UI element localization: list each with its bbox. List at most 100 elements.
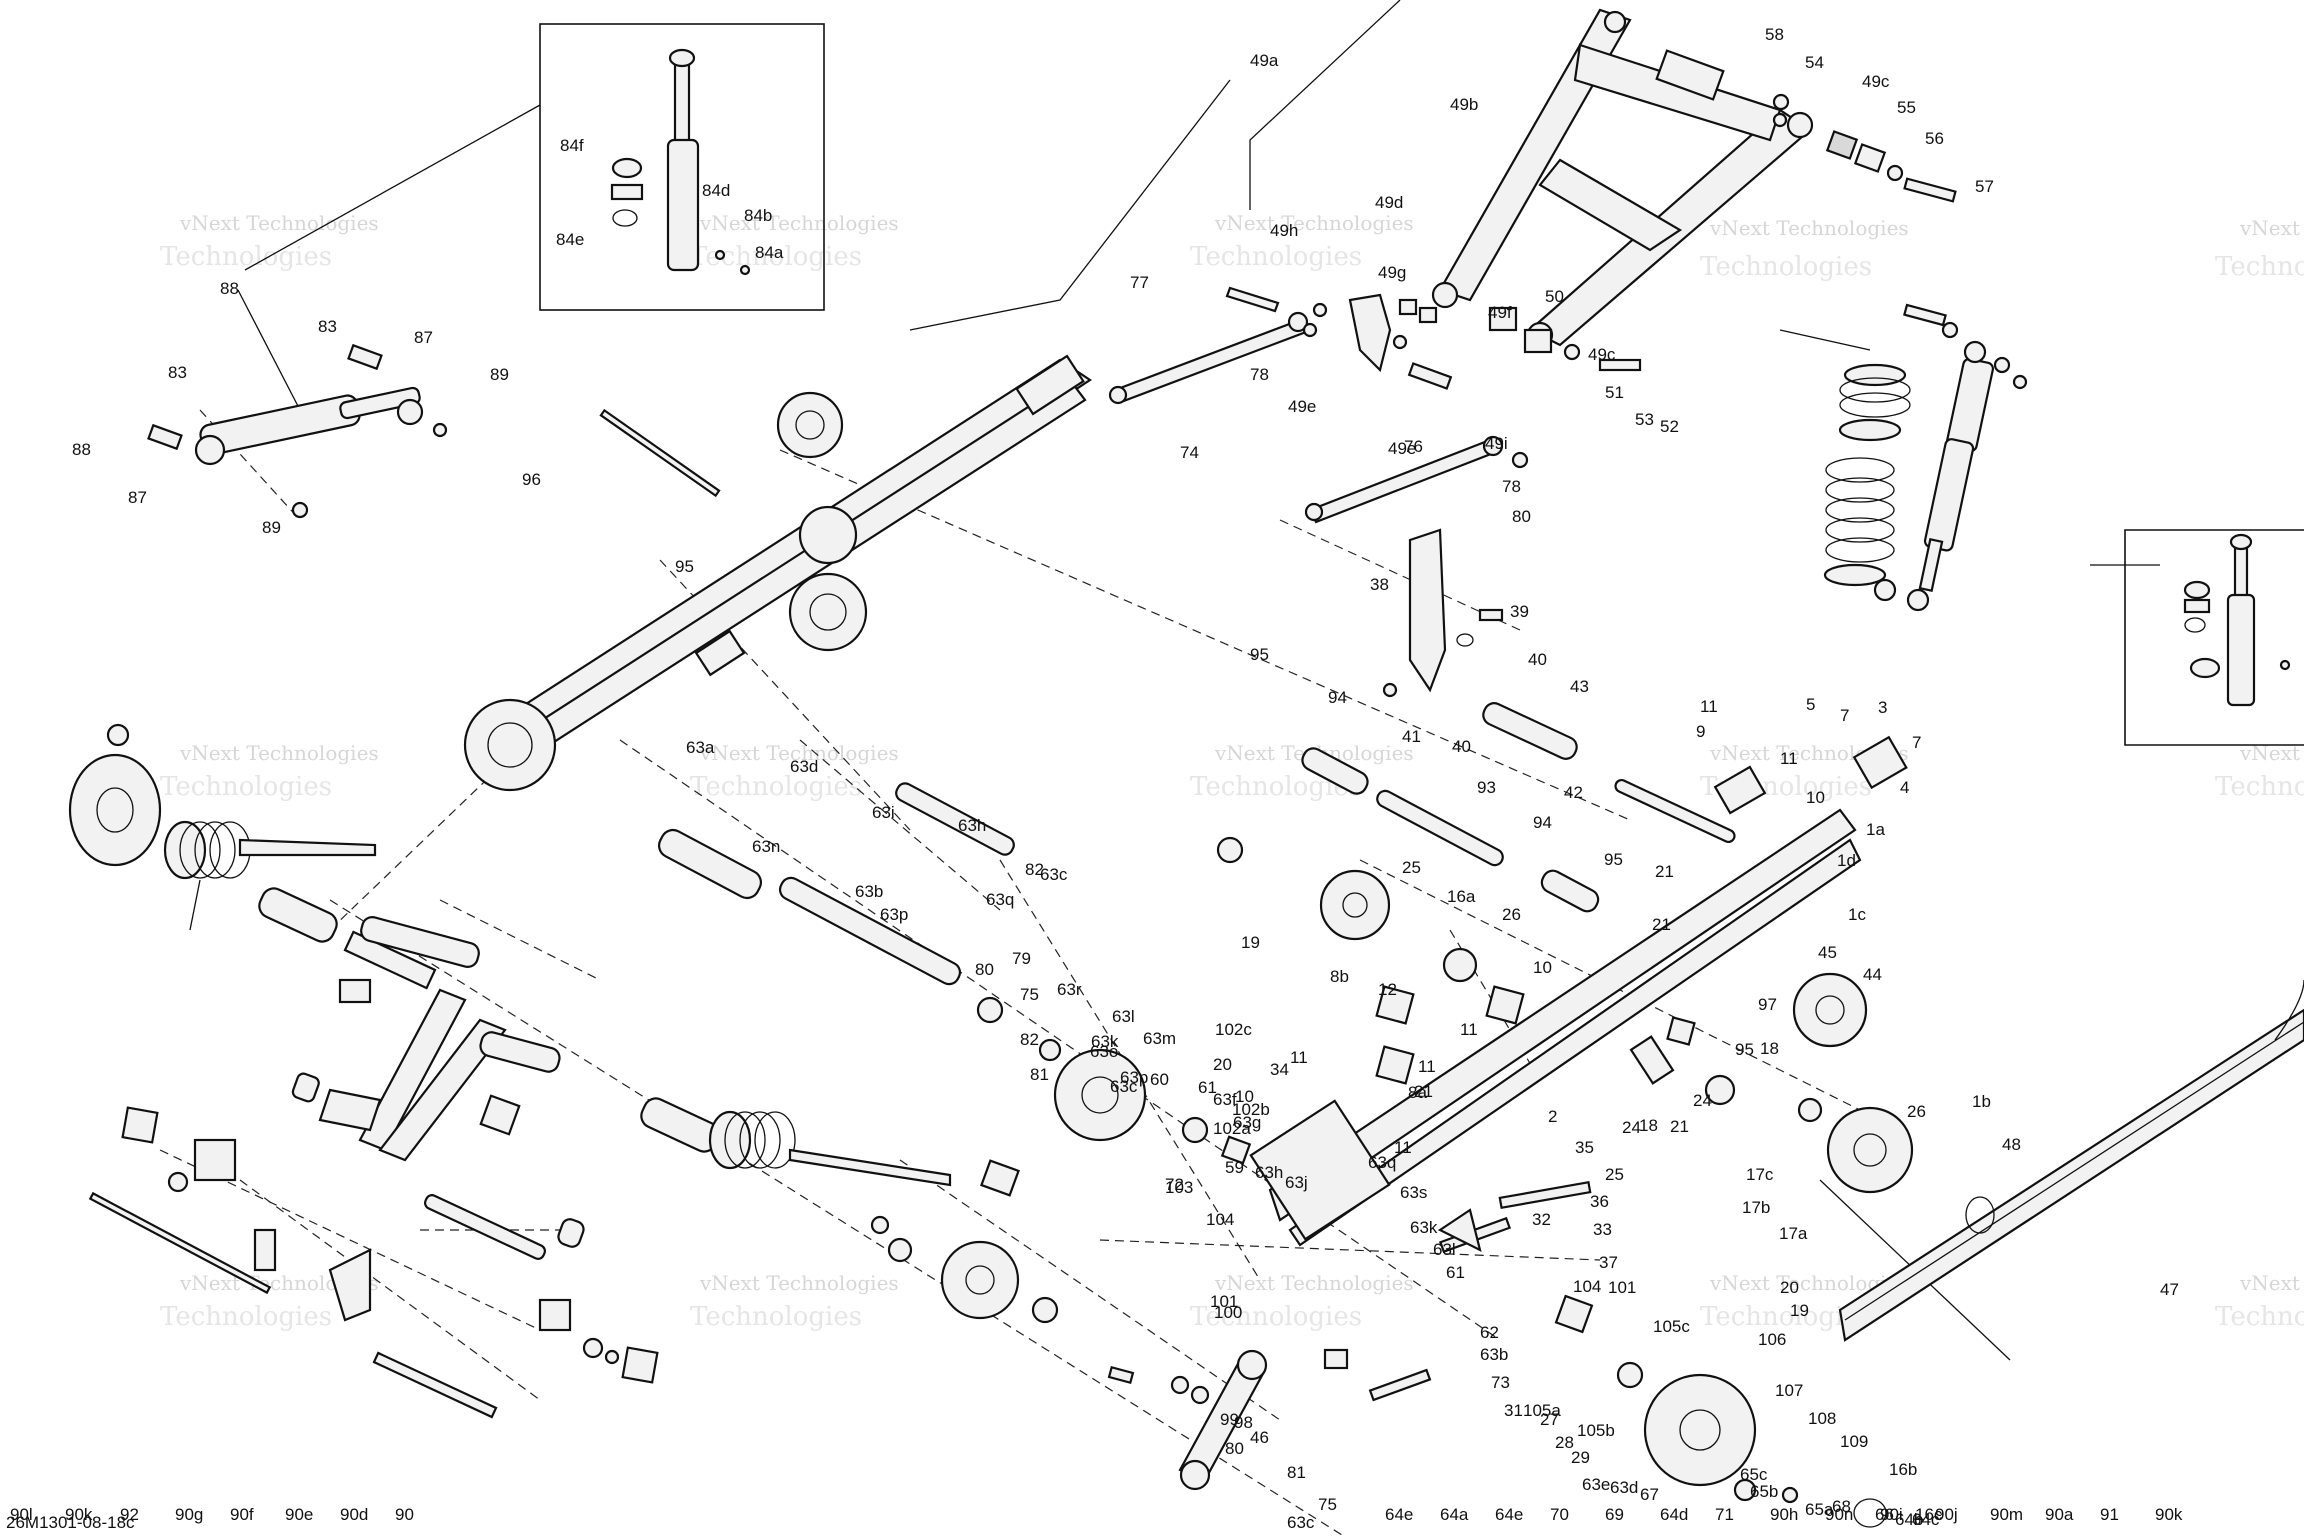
part-label: 104: [1573, 1277, 1601, 1296]
part-label: 90e: [285, 1505, 313, 1524]
part-label: 16a: [1447, 887, 1476, 906]
part-label: 37: [1599, 1253, 1618, 1272]
part-label: 102a: [1213, 1119, 1251, 1138]
part-label: 21: [1670, 1117, 1689, 1136]
part-label: 105b: [1577, 1421, 1615, 1440]
part-label: 20: [1780, 1278, 1799, 1297]
part-label: 97: [1758, 995, 1777, 1014]
part-label: 64d: [1660, 1505, 1688, 1524]
part-label: 64c: [1912, 1510, 1940, 1529]
part-label: 7: [1912, 733, 1921, 752]
watermark: Technologies: [2215, 1302, 2304, 1332]
part-label: 77: [1130, 273, 1149, 292]
rear-shock-90a: [1873, 303, 2028, 612]
part-label: 11: [1700, 697, 1718, 716]
part-label: 96: [522, 470, 541, 489]
part-label: 21: [1652, 915, 1671, 934]
part-label: 94: [1328, 688, 1347, 707]
wheel-left-front: [68, 723, 162, 867]
part-label: 80: [1225, 1439, 1244, 1458]
part-label: 29: [1571, 1448, 1590, 1467]
part-label: 83: [168, 363, 187, 382]
part-labels: 49a49b585449c55565749h49d7749g49f5049c51…: [10, 25, 2183, 1532]
watermark: vNext Technologies: [179, 211, 379, 235]
part-label: 82: [1020, 1030, 1039, 1049]
part-label: 71: [1715, 1505, 1734, 1524]
part-label: 98: [1234, 1413, 1253, 1432]
part-label: 90l: [10, 1505, 33, 1524]
part-label: 24: [1622, 1118, 1641, 1137]
left-rail: [463, 354, 1092, 792]
part-label: 73: [1491, 1373, 1510, 1392]
part-label: 103: [1165, 1178, 1193, 1197]
part-label: 90m: [1990, 1505, 2023, 1524]
part-label: 49c: [1588, 345, 1616, 364]
part-label: 99: [1220, 1410, 1239, 1429]
part-label: 63f: [1213, 1090, 1237, 1109]
part-label: 38: [1370, 575, 1389, 594]
part-label: 63g: [1233, 1113, 1261, 1132]
torsion-spring-73: [708, 1110, 952, 1187]
part-label: 81: [1287, 1463, 1306, 1482]
part-label: 93: [1477, 778, 1496, 797]
part-label: 43: [1570, 677, 1589, 696]
part-label: 65b: [1750, 1482, 1778, 1501]
part-label: 4: [1900, 778, 1909, 797]
part-label: 63c: [1040, 865, 1068, 884]
part-label: 51: [1605, 383, 1624, 402]
part-label: 19: [1790, 1301, 1809, 1320]
part-label: 40: [1528, 650, 1547, 669]
part-label: 90d: [340, 1505, 368, 1524]
part-label: 42: [1564, 783, 1583, 802]
bracket-38: [1382, 528, 1504, 698]
part-label: 95: [675, 557, 694, 576]
part-label: 17a: [1779, 1224, 1808, 1243]
watermark: vNext Technologies: [1214, 1271, 1414, 1295]
part-label: 109: [1840, 1432, 1868, 1451]
part-label: 91: [2100, 1505, 2119, 1524]
part-label: 83: [318, 317, 337, 336]
part-label: 84a: [755, 243, 784, 262]
part-label: 107: [1775, 1381, 1803, 1400]
part-label: 90h: [1770, 1505, 1798, 1524]
part-label: 63j: [1285, 1173, 1308, 1192]
part-label: 63i: [872, 803, 895, 822]
part-label: 49c: [1862, 72, 1890, 91]
part-label: 104: [1206, 1210, 1234, 1229]
watermark: Technologies: [160, 242, 332, 272]
part-label: 18: [1639, 1116, 1658, 1135]
part-label: 63b: [855, 882, 883, 901]
part-label: 27: [1540, 1410, 1559, 1429]
watermark: Technologies: [160, 772, 332, 802]
part-label: 84d: [702, 181, 730, 200]
part-label: 5: [1806, 695, 1815, 714]
part-label: 75: [1020, 985, 1039, 1004]
part-label: 92: [120, 1505, 139, 1524]
part-label: 65c: [1740, 1465, 1768, 1484]
part-label: 90k: [65, 1505, 93, 1524]
part-label: 10: [1806, 788, 1825, 807]
torsion-spring-72: [163, 820, 437, 990]
rear-shock-detail: [2183, 533, 2291, 707]
part-label: 63p: [1120, 1068, 1148, 1087]
part-label: 89: [490, 365, 509, 384]
part-label: 81: [1030, 1065, 1049, 1084]
part-label: 49e: [1388, 439, 1416, 458]
part-label: 56: [1925, 129, 1944, 148]
part-label: 63n: [752, 837, 780, 856]
upper-hardware: [1772, 93, 1957, 203]
part-label: 74: [1180, 443, 1199, 462]
part-label: 52: [1660, 417, 1679, 436]
part-label: 34: [1270, 1060, 1289, 1079]
part-label: 49e: [1288, 397, 1316, 416]
part-label: 100: [1214, 1303, 1242, 1322]
part-label: 1a: [1866, 820, 1885, 839]
part-label: 64a: [1440, 1505, 1469, 1524]
part-label: 60: [1150, 1070, 1169, 1089]
part-label: 11: [1418, 1057, 1436, 1076]
part-label: 63p: [880, 905, 908, 924]
part-label: 108: [1808, 1409, 1836, 1428]
part-label: 36: [1590, 1192, 1609, 1211]
part-label: 68: [1832, 1497, 1851, 1516]
